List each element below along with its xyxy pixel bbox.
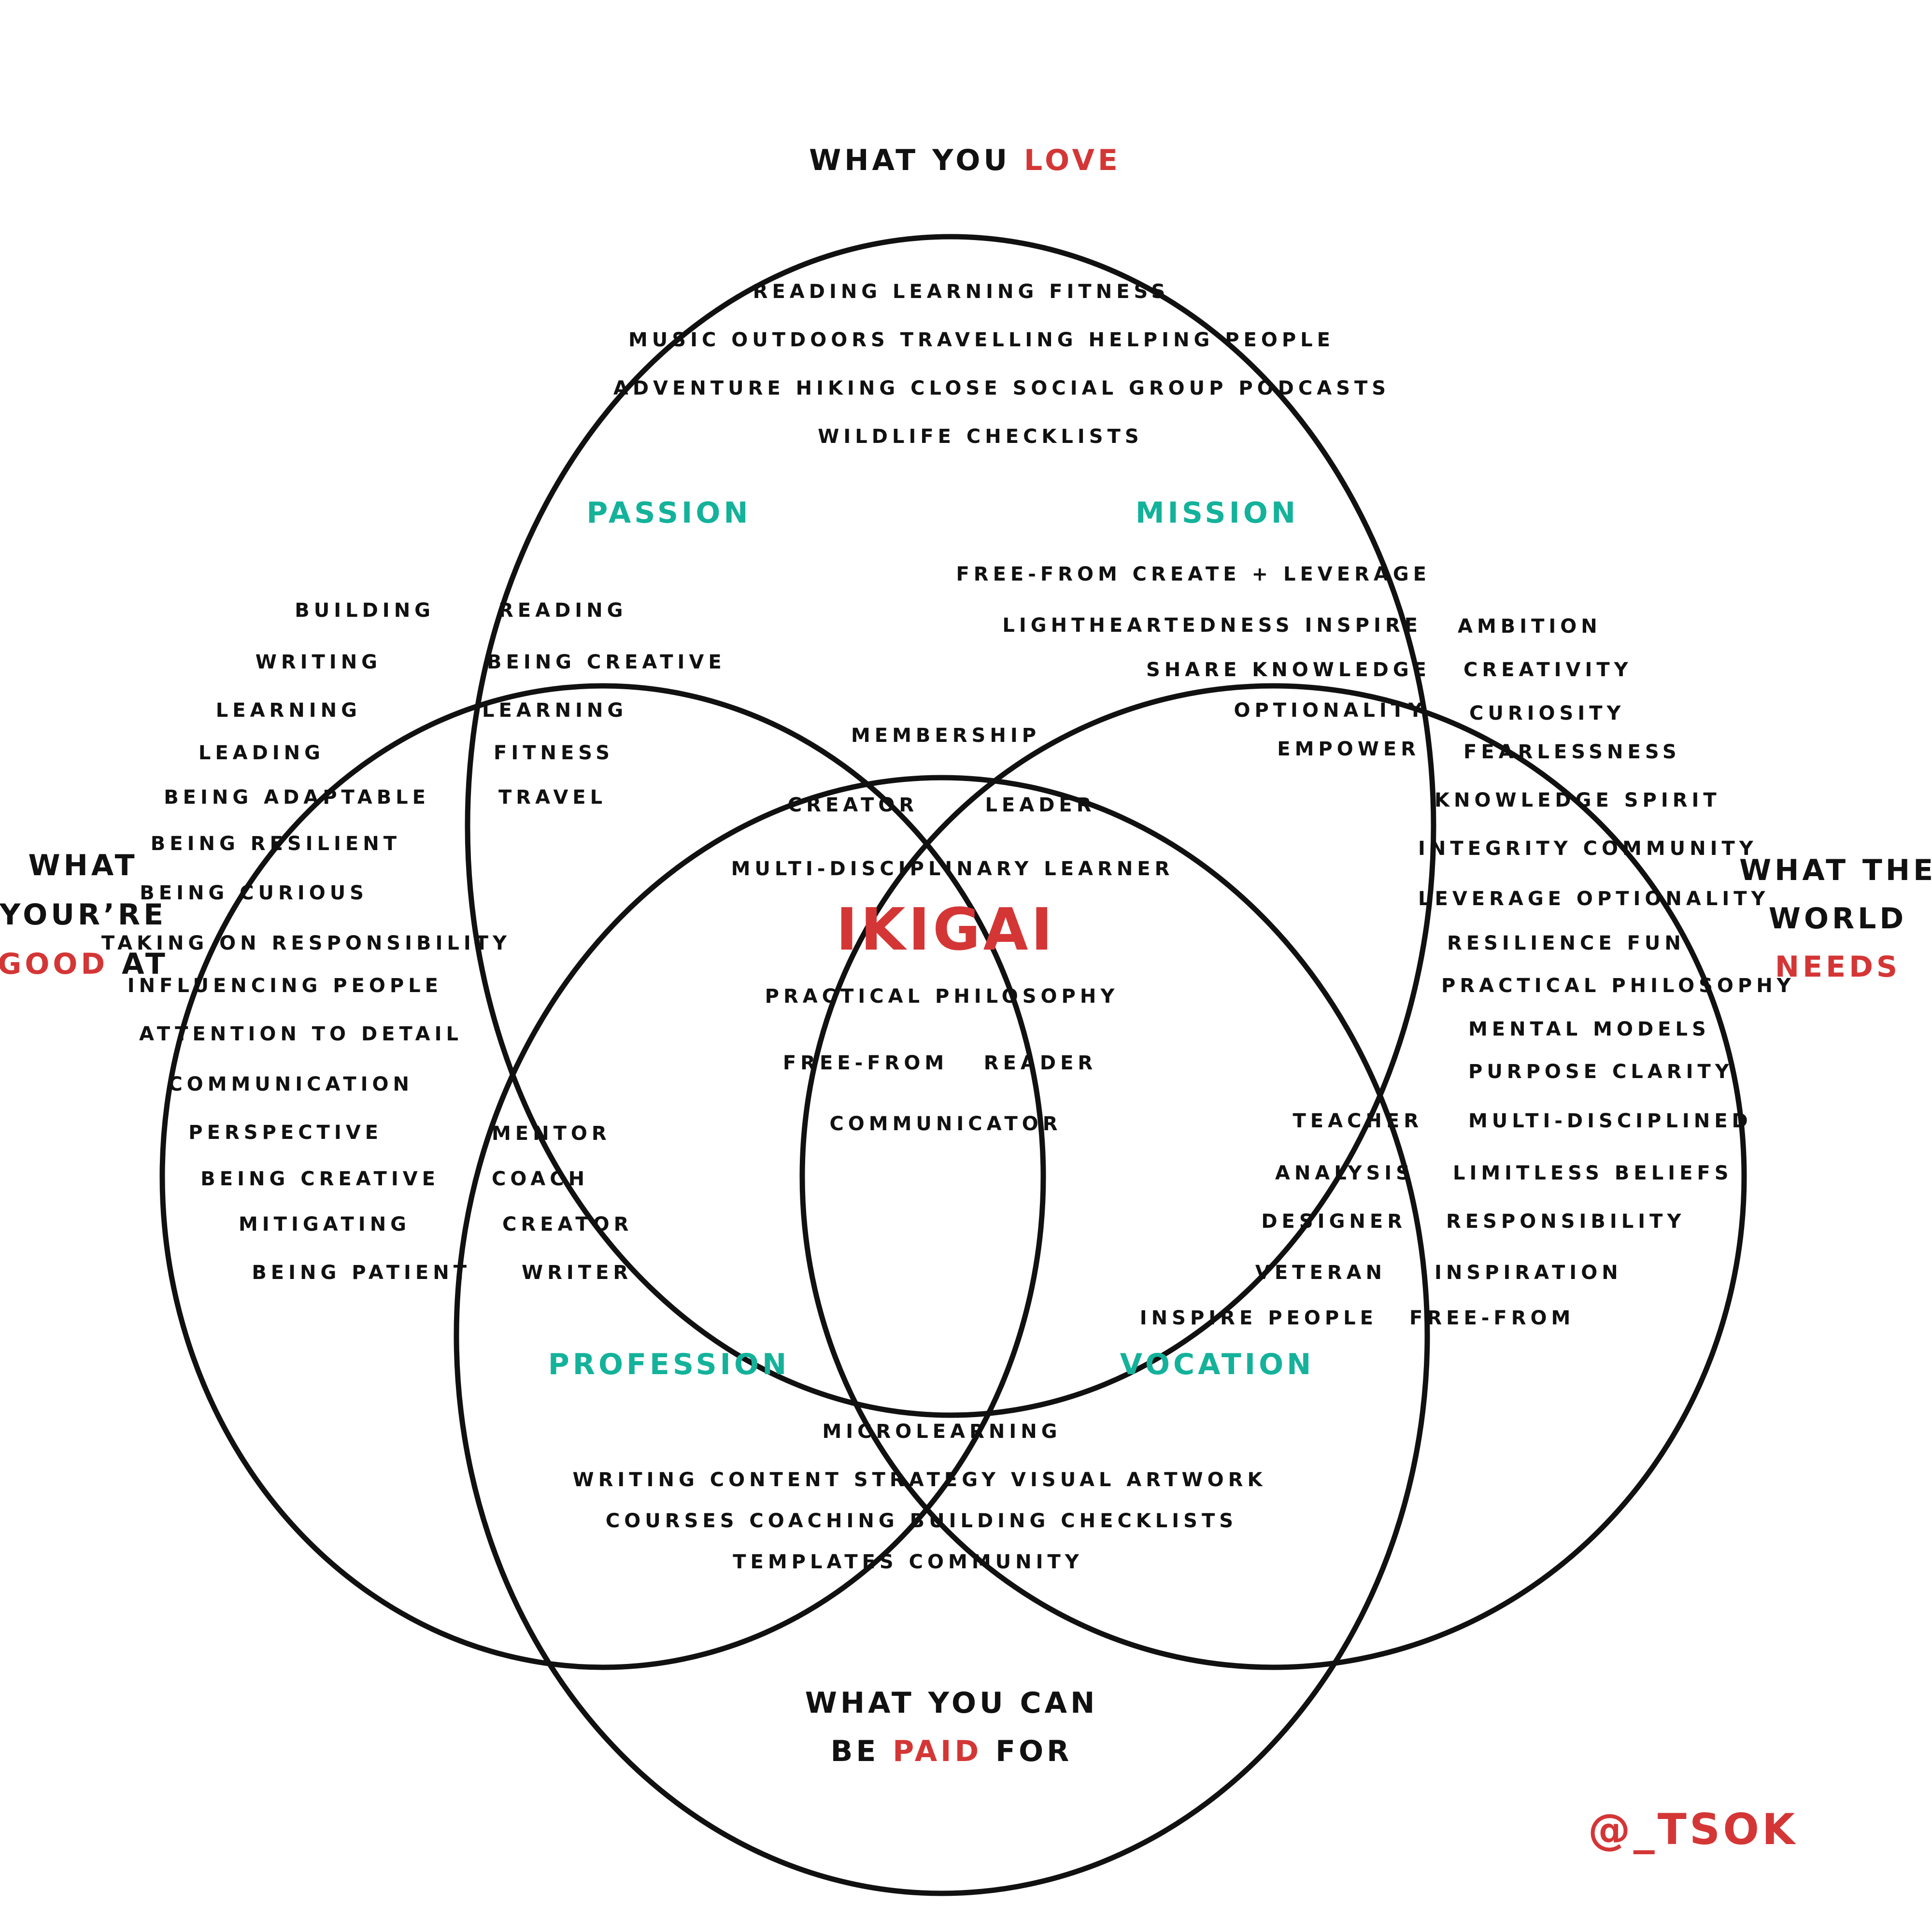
good-at-item: BEING ADAPTABLE <box>164 786 430 809</box>
passion-item: TRAVEL <box>498 786 607 809</box>
love-item: WILDLIFE CHECKLISTS <box>818 426 1143 448</box>
zone-label-vocation: VOCATION <box>1120 1348 1315 1381</box>
vocation-item: INSPIRE PEOPLE <box>1140 1307 1378 1329</box>
paid-for-item: MICROLEARNING <box>822 1421 1061 1443</box>
world-needs-item: MULTI-DISCIPLINED <box>1468 1110 1752 1132</box>
good-at-item: BEING PATIENT <box>252 1262 471 1284</box>
good-at-item: MITIGATING <box>239 1213 411 1236</box>
love-item: READING LEARNING FITNESS <box>753 281 1170 303</box>
author-handle: @_TSOK <box>1588 1804 1798 1854</box>
paid-for-item: TEMPLATES COMMUNITY <box>733 1551 1083 1573</box>
vocation-item: TEACHER <box>1293 1110 1423 1132</box>
heading-world-needs-line1: WHAT THE <box>1739 853 1932 887</box>
vocation-item: DESIGNER <box>1261 1210 1406 1233</box>
world-needs-circle <box>799 683 1747 1670</box>
zone-label-passion: PASSION <box>586 496 751 530</box>
love-circle <box>465 234 1436 1418</box>
world-needs-item: CREATIVITY <box>1463 659 1633 681</box>
paid-for-item: COURSES COACHING BUILDING CHECKLISTS <box>606 1510 1237 1532</box>
world-needs-item: CURIOSITY <box>1469 702 1625 724</box>
zone-label-profession: PROFESSION <box>548 1348 790 1381</box>
vocation-item: VETERAN <box>1255 1262 1386 1284</box>
heading-paid-for-line2: BE PAID FOR <box>831 1734 1073 1768</box>
mission-item: SHARE KNOWLEDGE <box>1146 659 1431 681</box>
good-at-item: INFLUENCING PEOPLE <box>128 975 442 997</box>
good-at-circle <box>159 683 1046 1670</box>
world-needs-item: PRACTICAL PHILOSOPHY <box>1441 975 1795 997</box>
paid-for-circle <box>454 775 1430 1896</box>
ikigai-item: CREATOR <box>788 794 918 816</box>
profession-item: WRITER <box>522 1262 632 1284</box>
mission-item: EMPOWER <box>1277 738 1420 760</box>
good-at-item: LEADING <box>199 742 325 764</box>
good-at-item: BEING RESILIENT <box>151 833 401 855</box>
world-needs-item: KNOWLEDGE SPIRIT <box>1435 789 1721 811</box>
ikigai-item: MEMBERSHIP <box>851 724 1040 747</box>
passion-item: LEARNING <box>482 699 627 722</box>
world-needs-item: LIMITLESS BELIEFS <box>1453 1162 1733 1184</box>
world-needs-item: MENTAL MODELS <box>1468 1018 1710 1040</box>
world-needs-item: LEVERAGE OPTIONALITY <box>1418 888 1769 910</box>
world-needs-item: AMBITION <box>1458 615 1602 638</box>
world-needs-item: FREE-FROM <box>1409 1307 1575 1329</box>
ikigai-item: COMMUNICATOR <box>829 1113 1062 1135</box>
love-item: ADVENTURE HIKING CLOSE SOCIAL GROUP PODC… <box>613 377 1390 399</box>
mission-item: FREE-FROM CREATE + LEVERAGE <box>956 563 1431 585</box>
ikigai-item: PRACTICAL PHILOSOPHY <box>765 985 1119 1008</box>
world-needs-item: INSPIRATION <box>1435 1262 1622 1284</box>
heading-world-needs-line2: WORLD <box>1769 902 1907 936</box>
good-at-item: BEING CREATIVE <box>200 1168 440 1190</box>
profession-item: COACH <box>492 1168 589 1190</box>
vocation-item: ANALYSIS <box>1275 1162 1414 1184</box>
paid-for-item: WRITING CONTENT STRATEGY VISUAL ARTWORK <box>573 1469 1267 1491</box>
good-at-item: LEARNING <box>216 699 361 722</box>
mission-item: OPTIONALITY <box>1234 699 1427 722</box>
passion-item: BEING CREATIVE <box>487 651 726 673</box>
world-needs-item: PURPOSE CLARITY <box>1468 1061 1733 1083</box>
profession-item: CREATOR <box>502 1213 633 1236</box>
heading-what-you-love: WHAT YOU LOVE <box>809 143 1121 177</box>
good-at-item: ATTENTION TO DETAIL <box>139 1023 463 1045</box>
mission-item: LIGHTHEARTEDNESS INSPIRE <box>1002 614 1422 637</box>
passion-item: FITNESS <box>494 742 614 764</box>
profession-item: MENTOR <box>492 1122 611 1145</box>
heading-good-at-line1: WHAT <box>28 849 138 882</box>
heading-good-at-line2: YOUR’RE <box>0 898 167 932</box>
good-at-item: COMMUNICATION <box>168 1073 413 1095</box>
ikigai-item: READER <box>984 1052 1097 1074</box>
ikigai-item: LEADER <box>985 794 1095 816</box>
love-item: MUSIC OUTDOORS TRAVELLING HELPING PEOPLE <box>628 329 1335 351</box>
ikigai-item: MULTI-DISCIPLINARY LEARNER <box>731 858 1174 880</box>
good-at-item: TAKING ON RESPONSIBILITY <box>101 932 511 954</box>
good-at-item: WRITING <box>256 651 382 673</box>
world-needs-item: RESILIENCE FUN <box>1447 932 1685 954</box>
good-at-item: BUILDING <box>295 599 435 622</box>
passion-item: READING <box>498 599 627 622</box>
good-at-item: BEING CURIOUS <box>140 882 368 904</box>
world-needs-item: RESPONSIBILITY <box>1446 1210 1685 1233</box>
ikigai-item: FREE-FROM <box>783 1052 948 1074</box>
world-needs-item: FEARLESSNESS <box>1463 741 1681 763</box>
zone-label-mission: MISSION <box>1136 496 1299 530</box>
heading-world-needs-line3: NEEDS <box>1775 950 1901 984</box>
world-needs-item: INTEGRITY COMMUNITY <box>1418 838 1758 860</box>
heading-good-at-line3: GOOD AT <box>0 947 169 981</box>
ikigai-center-label: IKIGAI <box>836 896 1055 964</box>
good-at-item: PERSPECTIVE <box>188 1122 383 1144</box>
heading-paid-for-line1: WHAT YOU CAN <box>805 1686 1098 1720</box>
